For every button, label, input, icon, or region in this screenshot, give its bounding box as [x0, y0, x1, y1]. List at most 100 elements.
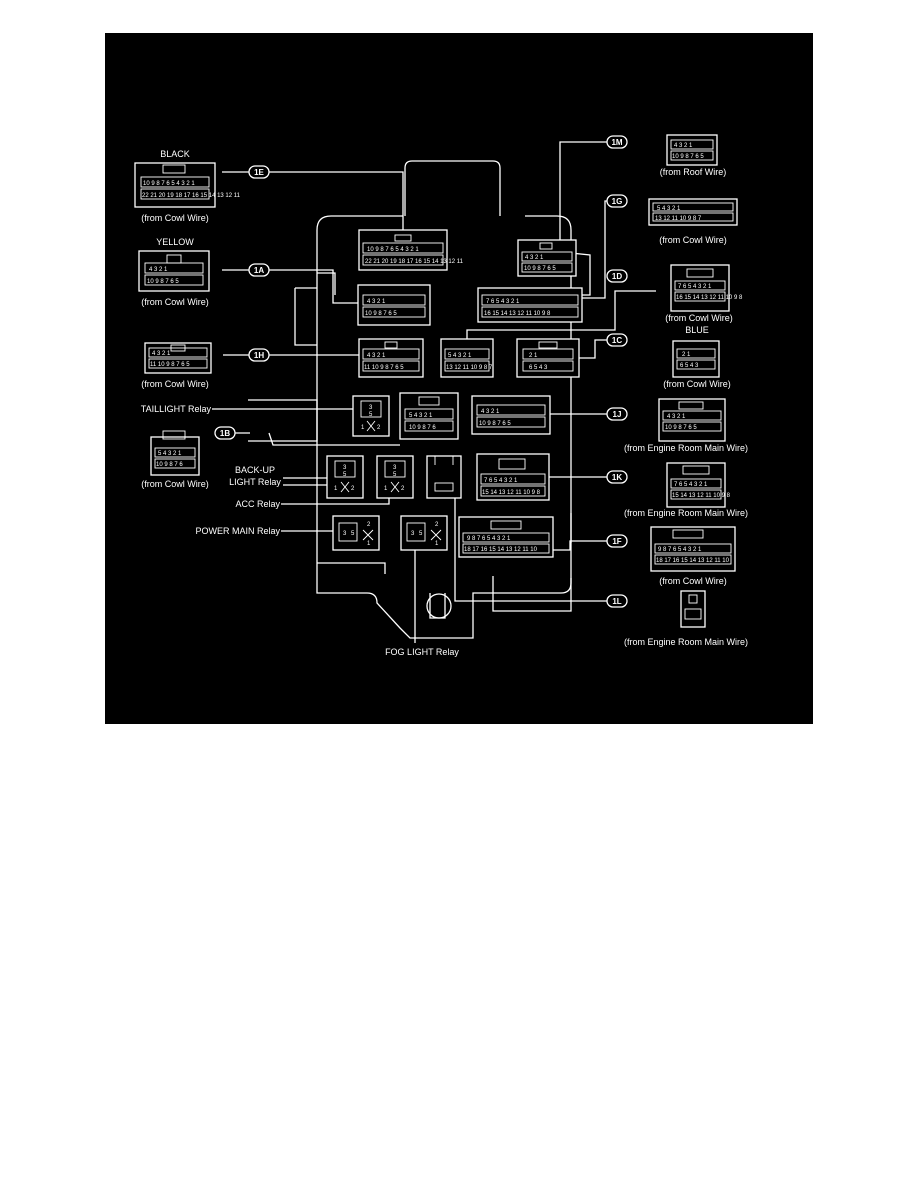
socket-1H-pins-row1: 4 3 2 1 [367, 353, 386, 359]
connector-1M-pins-row2: 10 9 8 7 6 5 [672, 154, 704, 160]
connector-1K-pins-row2: 15 14 13 12 11 10 9 8 [672, 493, 731, 499]
socket-1G: 5 4 3 2 1 13 12 11 10 9 8 7 [440, 338, 494, 378]
connector-1K-tag: 1K [612, 473, 622, 482]
connector-1J-tag: 1J [613, 410, 622, 419]
socket-1M: 4 3 2 1 10 9 8 7 6 5 [517, 239, 577, 277]
socket-1B-pins-row1: 5 4 3 2 1 [409, 413, 433, 419]
connector-1M-source: (from Roof Wire) [660, 167, 727, 177]
connector-1A-source: (from Cowl Wire) [141, 297, 209, 307]
socket-1D: 7 6 5 4 3 2 1 16 15 14 13 12 11 10 9 8 [477, 287, 583, 323]
fuse-box-connector-diagram: 10 9 8 7 6 5 4 3 2 1 22 21 20 19 18 17 1… [105, 33, 813, 724]
power-main-relay-pin-1: 1 [367, 541, 371, 547]
socket-1D-pins-row2: 16 15 14 13 12 11 10 9 8 [484, 311, 551, 317]
backup-light-relay-label-line2: LIGHT Relay [229, 477, 281, 487]
socket-1J-pins-row1: 4 3 2 1 [481, 409, 500, 415]
taillight-relay-pin-1: 1 [361, 425, 365, 431]
leader-lines [212, 141, 656, 643]
taillight-relay-label: TAILLIGHT Relay [141, 404, 212, 414]
socket-1C-pins-row1: 2 1 [529, 353, 538, 359]
socket-1H: 4 3 2 1 11 10 9 8 7 6 5 [358, 338, 424, 378]
connector-1G: 1G 5 4 3 2 1 13 12 11 10 9 8 7 (from Cow… [606, 194, 738, 245]
connector-1E-color: BLACK [160, 149, 190, 159]
socket-1D-pins-row1: 7 6 5 4 3 2 1 [486, 299, 520, 305]
socket-1F-pins-row2: 18 17 16 15 14 13 12 11 10 [464, 547, 538, 553]
fog-light-relay: 3 5 2 1 [400, 515, 448, 551]
socket-1C-pins-row2: 6 5 4 3 [529, 365, 548, 371]
connector-1D-pins-row1: 7 6 5 4 3 2 1 [678, 284, 712, 290]
socket-1B-pins-row2: 10 9 8 7 6 [409, 425, 436, 431]
connector-1D-pins-row2: 16 15 14 13 12 11 10 9 8 [676, 295, 743, 301]
connector-1L-tag: 1L [612, 597, 621, 606]
connector-1E-pins-row2: 22 21 20 19 18 17 16 15 14 13 12 11 [142, 193, 241, 199]
junction-block-outline [248, 160, 591, 639]
connector-1F-pins-row1: 9 8 7 6 5 4 3 2 1 [658, 547, 702, 553]
socket-1G-pins-row2: 13 12 11 10 9 8 7 [446, 365, 493, 371]
taillight-relay-pin-3: 3 [369, 405, 373, 411]
socket-1A-pins-row1: 4 3 2 1 [367, 299, 386, 305]
socket-1G-pins-row1: 5 4 3 2 1 [448, 353, 472, 359]
connector-1M-tag: 1M [611, 138, 622, 147]
socket-1L [426, 455, 462, 499]
fog-light-relay-pin-2: 2 [435, 522, 439, 528]
connector-1J-source: (from Engine Room Main Wire) [624, 443, 748, 453]
connector-1E-source: (from Cowl Wire) [141, 213, 209, 223]
connector-1C-color: BLUE [685, 325, 709, 335]
socket-1C: 2 1 6 5 4 3 [516, 338, 580, 378]
socket-1K-pins-row2: 15 14 13 12 11 10 9 8 [482, 490, 541, 496]
power-main-relay-label: POWER MAIN Relay [195, 526, 280, 536]
connector-1D-tag: 1D [612, 272, 622, 281]
power-main-relay-pin-5: 5 [351, 531, 355, 537]
socket-1F: 9 8 7 6 5 4 3 2 1 18 17 16 15 14 13 12 1… [458, 516, 554, 558]
connector-1G-pins-row1: 5 4 3 2 1 [657, 206, 681, 212]
taillight-relay: 3 5 1 2 [352, 395, 390, 437]
connector-1G-source: (from Cowl Wire) [659, 235, 727, 245]
socket-1A-pins-row2: 10 9 8 7 6 5 [365, 311, 397, 317]
connector-1L-source: (from Engine Room Main Wire) [624, 637, 748, 647]
connector-1D-source: (from Cowl Wire) [665, 313, 733, 323]
acc-relay-pin-3: 3 [393, 465, 397, 471]
socket-1A: 4 3 2 1 10 9 8 7 6 5 [357, 284, 431, 326]
backup-relay-pin-1: 1 [334, 486, 338, 492]
connector-1B-pins-row1: 5 4 3 2 1 [158, 451, 182, 457]
connector-1C-pins-row2: 6 5 4 3 [680, 363, 699, 369]
connector-1H-pins-row2: 11 10 9 8 7 6 5 [150, 362, 190, 368]
connector-1M: 1M 4 3 2 1 10 9 8 7 6 5 (from Roof Wire) [606, 134, 727, 177]
acc-relay-pin-1: 1 [384, 486, 388, 492]
power-main-relay: 3 5 2 1 [332, 515, 380, 551]
power-main-relay-pin-2: 2 [367, 522, 371, 528]
connector-1G-pins-row2: 13 12 11 10 9 8 7 [655, 216, 702, 222]
connector-1F: 1F 9 8 7 6 5 4 3 2 1 18 17 16 15 14 13 1… [606, 526, 736, 586]
socket-1B: 5 4 3 2 1 10 9 8 7 6 [399, 392, 459, 440]
socket-1E-pins-row2: 22 21 20 19 18 17 16 15 14 13 12 11 [365, 259, 464, 265]
socket-1M-pins-row2: 10 9 8 7 6 5 [524, 266, 556, 272]
connector-1K: 1K 7 6 5 4 3 2 1 15 14 13 12 11 10 9 8 (… [606, 462, 748, 518]
connector-1J-pins-row2: 10 9 8 7 6 5 [665, 425, 697, 431]
connector-1H-pins-row1: 4 3 2 1 [152, 351, 171, 357]
fog-light-relay-label: FOG LIGHT Relay [385, 647, 459, 657]
backup-light-relay: 3 5 1 2 [326, 455, 364, 499]
backup-relay-pin-5: 5 [343, 472, 347, 478]
acc-relay-pin-5: 5 [393, 472, 397, 478]
connector-1C-tag: 1C [612, 336, 622, 345]
socket-1E-pins-row1: 10 9 8 7 6 5 4 3 2 1 [367, 247, 419, 253]
connector-1F-source: (from Cowl Wire) [659, 576, 727, 586]
connector-1A-color: YELLOW [156, 237, 194, 247]
connector-1H: 4 3 2 1 11 10 9 8 7 6 5 (from Cowl Wire)… [141, 342, 270, 389]
backup-relay-pin-2: 2 [351, 486, 355, 492]
connector-1F-tag: 1F [612, 537, 621, 546]
taillight-relay-pin-5: 5 [369, 412, 373, 418]
connector-1H-tag: 1H [254, 351, 264, 360]
connector-1C-source: (from Cowl Wire) [663, 379, 731, 389]
connector-1A-pins-row2: 10 9 8 7 6 5 [147, 279, 179, 285]
connector-1A-pins-row1: 4 3 2 1 [149, 267, 168, 273]
socket-1J-pins-row2: 10 9 8 7 6 5 [479, 421, 511, 427]
connector-1B: 5 4 3 2 1 10 9 8 7 6 (from Cowl Wire) 1B [141, 426, 236, 489]
connector-1A: YELLOW 4 3 2 1 10 9 8 7 6 5 (from Cowl W… [138, 237, 270, 307]
diagram-svg: 10 9 8 7 6 5 4 3 2 1 22 21 20 19 18 17 1… [134, 134, 748, 657]
fog-light-relay-pin-1: 1 [435, 541, 439, 547]
connector-1K-pins-row1: 7 6 5 4 3 2 1 [674, 482, 708, 488]
connector-1E: BLACK 10 9 8 7 6 5 4 3 2 1 22 21 20 19 1… [134, 149, 270, 223]
taillight-relay-pin-2: 2 [377, 425, 381, 431]
connector-1H-source: (from Cowl Wire) [141, 379, 209, 389]
fog-light-relay-pin-3: 3 [411, 531, 415, 537]
